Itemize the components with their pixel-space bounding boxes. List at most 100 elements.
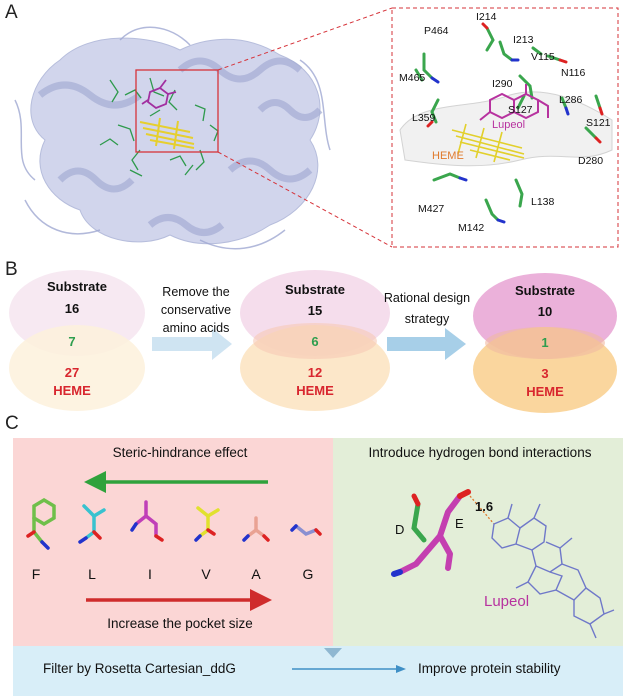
residue-label: N116 xyxy=(561,67,586,79)
arrow1-label-line1: Remove the xyxy=(162,285,230,299)
residue-label: V115 xyxy=(531,51,555,63)
footer-panel-bg xyxy=(13,646,623,696)
zoom-box xyxy=(391,7,619,248)
zoom-atom-tips xyxy=(426,22,604,224)
steric-caption: Increase the pocket size xyxy=(107,616,253,631)
venn2-heme-count: 12 xyxy=(307,365,323,380)
residue-label: I213 xyxy=(513,34,534,46)
venn1-heme-label: HEME xyxy=(53,383,91,398)
heme-zoom xyxy=(451,123,525,163)
pocket-surface xyxy=(399,91,613,167)
footer-arrow-head xyxy=(396,665,406,673)
venn2-overlap xyxy=(253,323,377,359)
zoom-connector-top xyxy=(217,7,393,71)
panel-c-graphics xyxy=(26,471,615,673)
lupeol-overview xyxy=(141,79,177,110)
filter-down-arrow xyxy=(324,648,342,658)
residue-label: I214 xyxy=(476,11,497,23)
venn3-heme-count: 3 xyxy=(541,366,549,381)
protein-helices xyxy=(37,57,323,236)
residue-v-o xyxy=(206,528,216,536)
residue-f-structure xyxy=(32,497,56,544)
protein-loops xyxy=(14,26,331,250)
panel-label-b: B xyxy=(5,259,18,280)
steric-title: Steric-hindrance effect xyxy=(112,445,248,460)
pocket-residues-overview xyxy=(99,77,219,177)
venn2-substrate-label: Substrate xyxy=(285,282,345,297)
residue-g-structure xyxy=(294,524,318,537)
venn2-heme-label: HEME xyxy=(296,383,334,398)
residue-l-n xyxy=(78,536,88,544)
residue-f-n xyxy=(40,540,50,550)
pocket-selection-box xyxy=(135,69,219,153)
steric-panel-bg xyxy=(13,438,333,646)
residue-i-n xyxy=(130,522,138,532)
aa-letter: V xyxy=(201,566,211,582)
lupeol-label: Lupeol xyxy=(492,119,526,131)
residue-label: L138 xyxy=(531,196,555,208)
residue-g-n xyxy=(290,524,298,532)
arrow-1 xyxy=(152,328,232,360)
residue-label: I290 xyxy=(492,78,513,90)
green-arrow-head xyxy=(84,471,106,493)
residue-label: S127 xyxy=(508,104,533,116)
footer-right-text: Improve protein stability xyxy=(418,661,561,676)
venn3-shared-count: 1 xyxy=(541,335,549,350)
residue-label: L359 xyxy=(412,112,436,124)
venn2-substrate-count: 15 xyxy=(307,303,323,318)
residue-f-o xyxy=(26,530,36,538)
arrow1-label-line2: conservative xyxy=(160,303,232,317)
arrow2-label-line2: strategy xyxy=(404,312,450,326)
venn2-shared-count: 6 xyxy=(311,334,319,349)
residue-e-n xyxy=(391,569,403,577)
arrow2-label-line1: Rational design xyxy=(383,291,471,305)
residue-d-o xyxy=(411,493,421,507)
residue-label: D280 xyxy=(578,155,604,167)
venn3-overlap xyxy=(485,327,605,359)
venn-diagrams xyxy=(9,270,617,413)
residue-label: P464 xyxy=(424,25,449,37)
residue-l-o xyxy=(92,530,102,540)
venn1-substrate-count: 16 xyxy=(64,301,80,316)
panel-label-c: C xyxy=(5,413,19,434)
zoom-connector-bottom xyxy=(217,151,393,248)
venn3-substrate-label: Substrate xyxy=(515,283,575,298)
hbond-title: Introduce hydrogen bond interactions xyxy=(368,445,592,460)
residue-label: S121 xyxy=(586,117,611,129)
aa-letter: I xyxy=(148,566,152,582)
residue-v-n xyxy=(194,534,202,542)
red-arrow-head xyxy=(250,589,272,611)
residue-a-n xyxy=(242,534,250,542)
venn1-heme-count: 27 xyxy=(64,365,80,380)
hbond-distance: 1.6 xyxy=(475,499,494,514)
residue-label: L286 xyxy=(559,94,583,106)
lupeol-zoom xyxy=(479,84,549,121)
arrow-2 xyxy=(387,328,466,360)
heme-label: HEME xyxy=(432,150,464,162)
zoom-residues xyxy=(414,26,602,222)
aa-letter: L xyxy=(88,566,96,582)
residue-i-o xyxy=(154,534,164,542)
venn3-substrate-count: 10 xyxy=(537,304,553,319)
residue-label: M465 xyxy=(399,72,426,84)
residue-g-o xyxy=(314,528,322,536)
venn1-shared-count: 7 xyxy=(68,334,76,349)
panel-label-a: A xyxy=(5,2,18,23)
venn1-heme-ellipse xyxy=(9,325,145,411)
residue-a-o xyxy=(262,534,270,542)
aa-letter: G xyxy=(302,566,314,582)
heme-overview xyxy=(139,117,195,150)
residue-d-structure xyxy=(411,501,427,543)
residue-e-label: E xyxy=(455,516,464,531)
arrow1-label-line3: amino acids xyxy=(162,321,230,335)
residue-e-o xyxy=(457,489,471,499)
venn1-substrate-label: Substrate xyxy=(47,279,107,294)
venn3-heme-label: HEME xyxy=(526,384,564,399)
lupeol-structure xyxy=(491,503,615,639)
aa-letter: A xyxy=(251,566,261,582)
footer-left-text: Filter by Rosetta Cartesian_ddG xyxy=(43,661,236,676)
residue-label: M142 xyxy=(458,222,485,234)
residue-e-structure xyxy=(397,493,463,575)
lupeol-c-label: Lupeol xyxy=(484,593,530,610)
aa-letter: F xyxy=(31,566,41,582)
